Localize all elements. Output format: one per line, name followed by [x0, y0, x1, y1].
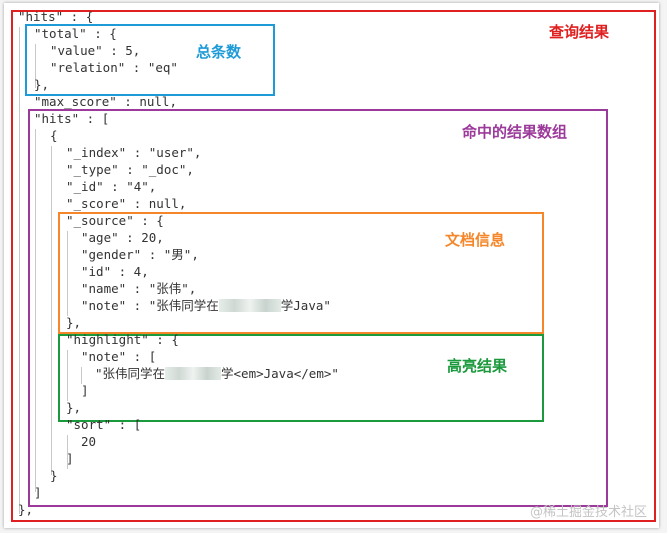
code-line: {: [50, 128, 58, 143]
redacted-text: [165, 367, 222, 380]
doc-info-label: 文档信息: [445, 231, 506, 249]
indent-guide: [19, 27, 20, 514]
code-line: "relation" : "eq": [50, 60, 178, 75]
code-text: "note" : "张伟同学在: [81, 298, 219, 313]
code-line: "highlight" : {: [66, 332, 179, 347]
highlight-box: [58, 334, 544, 422]
code-line: "_type" : "_doc",: [66, 162, 194, 177]
code-line-note: "note" : "张伟同学在 学Java": [81, 297, 331, 314]
code-line: "hits" : [: [34, 111, 110, 126]
highlight-label: 高亮结果: [447, 357, 508, 375]
code-text: 学<em>Java</em>": [221, 366, 339, 381]
doc-info-box: [58, 212, 544, 334]
code-line-highlight: "张伟同学在 学<em>Java</em>": [95, 365, 339, 382]
hits-array-box: [28, 109, 608, 507]
code-line: },: [66, 400, 82, 415]
code-line: ]: [34, 485, 42, 500]
indent-guide: [51, 146, 52, 475]
code-line: ]: [66, 451, 74, 466]
indent-guide: [67, 350, 68, 401]
code-line: "max_score" : null,: [34, 94, 177, 109]
code-line: }: [50, 468, 58, 483]
code-line: ]: [81, 383, 89, 398]
code-line: },: [34, 77, 50, 92]
code-line: "id" : 4,: [81, 264, 149, 279]
total-label: 总条数: [196, 43, 242, 61]
code-line: "_index" : "user",: [66, 145, 202, 160]
screenshot-canvas: 查询结果 总条数 命中的结果数组 文档信息 高亮结果 "hits" : { "t…: [4, 3, 659, 528]
redacted-text: [218, 299, 281, 312]
code-line: "hits" : {: [18, 9, 94, 24]
code-line: "_source" : {: [66, 213, 164, 228]
query-result-box: [11, 10, 656, 522]
code-line: "value" : 5,: [50, 43, 141, 58]
indent-guide: [67, 435, 68, 469]
watermark: @稀土掘金技术社区: [529, 505, 647, 520]
code-line: "_score" : null,: [66, 196, 187, 211]
code-line: "name" : "张伟",: [81, 281, 197, 296]
code-line: "total" : {: [34, 26, 117, 41]
indent-guide: [35, 129, 36, 492]
code-line: "gender" : "男",: [81, 247, 199, 262]
query-result-label: 查询结果: [549, 23, 610, 41]
indent-guide: [81, 367, 82, 384]
total-box: [25, 24, 275, 96]
code-line: "sort" : [: [66, 417, 142, 432]
indent-guide: [35, 44, 36, 88]
hits-array-label: 命中的结果数组: [462, 123, 568, 141]
code-text: "张伟同学在: [95, 366, 166, 381]
code-line: "note" : [: [81, 349, 157, 364]
code-text: 学Java": [280, 298, 331, 313]
code-line: },: [18, 502, 34, 517]
code-line: "age" : 20,: [81, 230, 164, 245]
code-line: "_id" : "4",: [66, 179, 157, 194]
code-line: },: [66, 315, 82, 330]
indent-guide: [67, 231, 68, 316]
code-line: 20: [81, 434, 97, 449]
